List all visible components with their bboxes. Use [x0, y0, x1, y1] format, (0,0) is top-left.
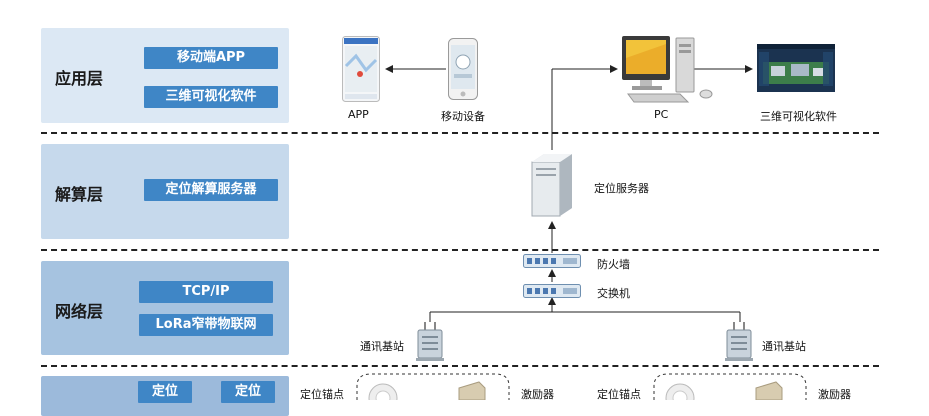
base-station-left-icon: [416, 322, 444, 361]
label-base-station-right: 通讯基站: [762, 340, 806, 353]
compute-layer-box: 解算层 定位解算服务器: [41, 144, 289, 239]
label-anchor-right: 定位锚点: [597, 388, 641, 401]
anchor-group-right: [653, 373, 807, 400]
label-viz3d: 三维可视化软件: [760, 110, 837, 123]
divider-1: [41, 132, 879, 134]
compute-layer-title: 解算层: [55, 185, 104, 204]
tag-mobile-app: 移动端APP: [144, 47, 278, 69]
server-icon: [531, 154, 572, 217]
tag-position-2: 定位: [221, 381, 275, 403]
viz3d-screenshot-icon: [757, 44, 835, 92]
pc-icon: [622, 36, 713, 103]
label-anchor-left: 定位锚点: [300, 388, 344, 401]
position-layer-box: 定位 定位: [41, 376, 289, 416]
network-layer-title: 网络层: [55, 302, 104, 321]
exciter-icon: [755, 381, 783, 400]
network-layer-box: 网络层 TCP/IP LoRa窄带物联网: [41, 261, 289, 355]
label-mobile: 移动设备: [441, 110, 485, 123]
base-station-right-icon: [725, 322, 753, 361]
tag-lora: LoRa窄带物联网: [139, 314, 273, 336]
anchor-group-left: [356, 373, 510, 400]
connection-lines: [385, 65, 753, 322]
exciter-icon: [458, 381, 486, 400]
divider-2: [41, 249, 879, 251]
tag-locate-server: 定位解算服务器: [144, 179, 278, 201]
label-firewall: 防火墙: [597, 258, 630, 271]
mobile-device-icon: [448, 38, 478, 100]
firewall-icon: [523, 254, 581, 268]
tag-position-1: 定位: [138, 381, 192, 403]
app-screenshot-icon: [342, 36, 380, 102]
label-switch: 交换机: [597, 287, 630, 300]
label-exciter-left: 激励器: [521, 388, 554, 401]
label-server: 定位服务器: [594, 182, 649, 195]
label-exciter-right: 激励器: [818, 388, 851, 401]
divider-3: [41, 365, 879, 367]
tag-3d-viz: 三维可视化软件: [144, 86, 278, 108]
label-app: APP: [348, 108, 369, 121]
label-base-station-left: 通讯基站: [360, 340, 404, 353]
switch-icon: [523, 284, 581, 298]
tag-tcpip: TCP/IP: [139, 281, 273, 303]
app-layer-box: 应用层 移动端APP 三维可视化软件: [41, 28, 289, 123]
app-layer-title: 应用层: [55, 69, 104, 88]
label-pc: PC: [654, 108, 669, 121]
